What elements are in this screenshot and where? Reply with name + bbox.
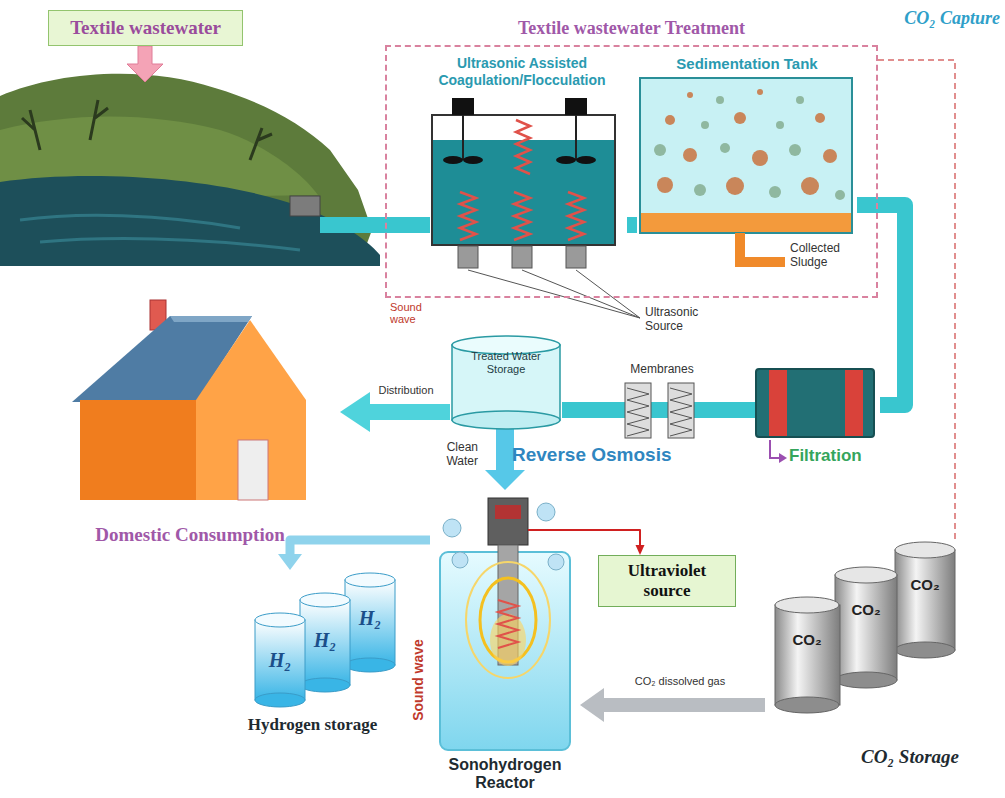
label-box: CO₂	[897, 576, 953, 594]
label-box: H₂	[260, 648, 300, 672]
label-box: CO₂	[838, 601, 894, 619]
label-box: Reverse Osmosis	[512, 444, 702, 466]
label-box: Distribution	[368, 384, 444, 397]
node-text: Sonohydrogen Reactor	[430, 756, 580, 794]
connector-line	[562, 402, 755, 418]
co2-cylinders	[775, 542, 955, 713]
label-box: CO₂ dissolved gas	[615, 675, 745, 688]
cylinder-label: H₂	[260, 648, 300, 672]
node-text: CO₂ Storage	[861, 746, 965, 768]
coagulation-tank: Ultrasonic Assisted Coagulation/Floccula…	[417, 53, 627, 277]
edge-label: Clean Water	[418, 440, 478, 468]
flow-arrow	[340, 392, 450, 432]
pipe	[627, 225, 637, 226]
co2-storage: CO₂ Storage	[765, 540, 965, 768]
arrow-head	[580, 688, 604, 722]
label-box: Clean Water	[418, 440, 478, 468]
node-text: Ultrasonic Assisted Coagulation/Floccula…	[417, 53, 627, 89]
cylinder-label: H₂	[305, 628, 345, 652]
node-text: Treated Water Storage	[450, 335, 562, 376]
arrow-head	[636, 545, 645, 555]
uv-source-box: Ultraviolet source	[598, 555, 736, 607]
label-box: H₂	[305, 628, 345, 652]
label-box: CO₂ Capture	[876, 8, 1000, 29]
source-label: Textile wastewater	[48, 10, 243, 46]
sedimentation-tank-drawing	[640, 78, 852, 262]
label-box: Membranes	[612, 362, 712, 376]
cylinder-label: H₂	[350, 606, 390, 630]
connector-line	[496, 425, 514, 471]
node-text: Sedimentation Tank	[637, 53, 857, 72]
house: Domestic Consumption	[40, 300, 340, 550]
node-text: Filtration	[789, 446, 862, 466]
sedimentation-tank: Sedimentation Tank	[637, 53, 857, 235]
region-label: CO₂ Capture	[876, 8, 1000, 29]
arrow-head	[485, 470, 525, 490]
hydrogen-cylinders	[255, 573, 395, 707]
hydrogen-arrow	[278, 540, 430, 570]
connector-line	[603, 698, 765, 712]
callout-label: Ultrasonic Source	[645, 305, 721, 333]
node-text: Domestic Consumption	[95, 524, 284, 550]
connector-line	[878, 60, 955, 540]
storage-tank: Treated Water Storage	[450, 335, 562, 425]
note-label: Sound wave	[410, 635, 426, 725]
reactor: Sonohydrogen Reactor	[430, 490, 580, 794]
cylinder-label: CO₂	[897, 576, 953, 594]
gas-arrow	[580, 688, 765, 722]
cylinder-label: CO₂	[838, 601, 894, 619]
arrow-head	[278, 554, 302, 570]
power-line	[580, 530, 645, 555]
coagulation-tank-drawing	[432, 98, 640, 318]
edge-label: Distribution	[368, 384, 444, 397]
pipe	[562, 410, 755, 411]
cylinder-label: CO₂	[779, 631, 835, 649]
label-box: Collected Sludge	[790, 241, 862, 269]
part-label: Membranes	[612, 362, 712, 376]
edge-label: CO₂ dissolved gas	[615, 675, 745, 688]
label-box: CO₂	[779, 631, 835, 649]
reactor-drawing	[440, 498, 580, 750]
filtration-unit: Filtration	[755, 368, 880, 468]
callout-label: Collected Sludge	[790, 241, 862, 269]
wastewater-pond	[0, 46, 430, 266]
filter-body	[755, 368, 875, 438]
connector-line	[580, 530, 640, 546]
label-box: Ultrasonic Source	[645, 305, 721, 333]
note-label: Sound wave	[390, 301, 436, 325]
label-box: Sound wave	[410, 635, 426, 725]
label-box: Sound wave	[390, 301, 436, 325]
connector-line	[290, 540, 430, 555]
node-text: Textile wastewater	[70, 17, 221, 39]
label-box: H₂	[350, 606, 390, 630]
node-text: Ultraviolet source	[599, 561, 735, 601]
arrow-head	[340, 392, 370, 432]
connector-line	[369, 404, 450, 420]
connector-line	[627, 217, 637, 233]
node-text: Textile wastewater Treatment	[387, 18, 876, 39]
node-text: Hydrogen storage	[248, 715, 378, 735]
capture-line	[878, 60, 955, 540]
hydrogen-storage: Hydrogen storage	[225, 570, 400, 735]
house-drawing	[72, 300, 306, 500]
process-label: Reverse Osmosis	[512, 444, 702, 466]
